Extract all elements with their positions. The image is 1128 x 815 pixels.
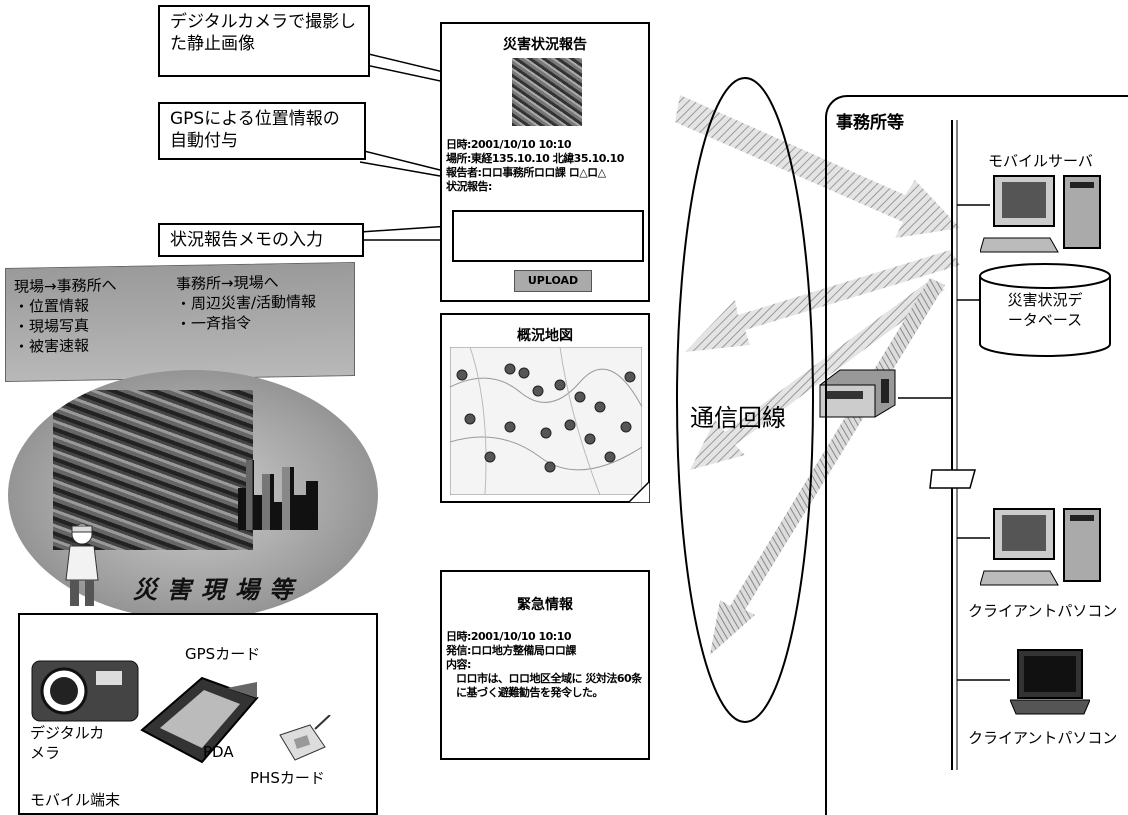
callout-photo: デジタルカメラで撮影した静止画像: [158, 5, 370, 77]
server-label: モバイルサーバ: [988, 152, 1093, 170]
pda-icon: [140, 676, 259, 764]
pda-label: PDA: [203, 743, 234, 761]
report-status-label: 状況報告:: [446, 180, 492, 193]
network-break-symbol: [929, 469, 976, 489]
upload-arrow-1: [675, 95, 960, 238]
report-place: 場所:東経135.10.10 北緯35.10.10: [446, 152, 624, 165]
banner-right-item-2: ・一斉指令: [176, 313, 252, 334]
client-computer-icon-1: [980, 508, 1101, 586]
emergency-content: ロロ市は、ロロ地区全域に 災対法60条に基づく避難勧告を発令した。: [456, 672, 642, 699]
office-title: 事務所等: [836, 113, 904, 133]
office-panel: [825, 95, 1128, 815]
comm-line-ellipse: [676, 77, 814, 723]
banner-left-item-1: ・位置情報: [14, 296, 90, 316]
down-arrow-2: [690, 280, 945, 470]
phs-card-icon: [279, 715, 331, 761]
worker-figure: [65, 523, 99, 606]
map-image: [450, 347, 642, 495]
report-reporter: 報告者:ロロ事務所ロロ課 ロ△ロ△: [446, 166, 606, 179]
callout-line-memo: [359, 225, 451, 233]
emergency-content-label: 内容:: [446, 658, 471, 671]
site-photo: [53, 390, 253, 550]
emergency-title: 緊急情報: [517, 597, 573, 613]
server-computer-icon: [980, 175, 1101, 253]
map-title: 概況地図: [517, 328, 573, 344]
phs-label: PHSカード: [250, 769, 325, 787]
banner-left-item-3: ・被害速報: [14, 336, 90, 356]
photo-thumbnail: [512, 58, 582, 126]
upload-button[interactable]: UPLOAD: [514, 270, 592, 292]
callout-line-gps-2: [359, 161, 441, 177]
emergency-sender: 発信:ロロ地方整備局ロロ課: [446, 644, 576, 657]
disaster-report-title: 災害状況報告: [503, 37, 587, 53]
banner-right-head: 事務所→現場へ: [176, 273, 279, 294]
site-label: 災害現場等: [133, 576, 303, 604]
callout-gps-text: GPSによる位置情報の自動付与: [170, 109, 340, 151]
overview-map-card: 概況地図: [440, 313, 650, 503]
mobile-terminal-box: デジタルカメラ GPSカード PDA PHSカード モバイル端末: [18, 613, 378, 815]
laptop-icon: [1010, 649, 1090, 715]
callout-memo-text: 状況報告メモの入力: [170, 230, 323, 250]
banner-right-item-1: ・周辺災害/活動情報: [176, 292, 317, 314]
client1-label: クライアントパソコン: [968, 602, 1118, 620]
city-skyline: [238, 460, 318, 530]
camera-icon: [31, 660, 139, 722]
callout-photo-text: デジタルカメラで撮影した静止画像: [170, 12, 357, 54]
down-arrow-1: [685, 250, 960, 352]
emergency-datetime: 日時:2001/10/10 10:10: [446, 630, 572, 643]
disaster-report-card: 災害状況報告 日時:2001/10/10 10:10 場所:東経135.10.1…: [440, 22, 650, 302]
router-icon: [819, 369, 896, 418]
mobile-terminal-label: モバイル端末: [30, 791, 121, 809]
banner-left-item-2: ・現場写真: [14, 316, 90, 336]
page-curl: [628, 481, 650, 503]
emergency-info-card: 緊急情報 日時:2001/10/10 10:10 発信:ロロ地方整備局ロロ課 内…: [440, 570, 650, 760]
comm-line-label: 通信回線: [690, 404, 786, 432]
banner-left-head: 現場→事務所へ: [14, 276, 117, 296]
callout-line-gps: [359, 149, 441, 171]
callout-gps: GPSによる位置情報の自動付与: [158, 102, 366, 160]
info-flow-banner: 現場→事務所へ ・位置情報 ・現場写真 ・被害速報 事務所→現場へ ・周辺災害/…: [5, 261, 355, 383]
database-icon: [979, 263, 1111, 357]
client2-label: クライアントパソコン: [968, 729, 1118, 747]
camera-label: デジタルカメラ: [30, 724, 105, 762]
gps-card-label: GPSカード: [185, 645, 261, 663]
status-memo-input[interactable]: [452, 210, 644, 262]
database-label: 災害状況データベース: [1007, 291, 1083, 329]
callout-memo: 状況報告メモの入力: [158, 223, 364, 257]
report-datetime: 日時:2001/10/10 10:10: [446, 138, 572, 151]
